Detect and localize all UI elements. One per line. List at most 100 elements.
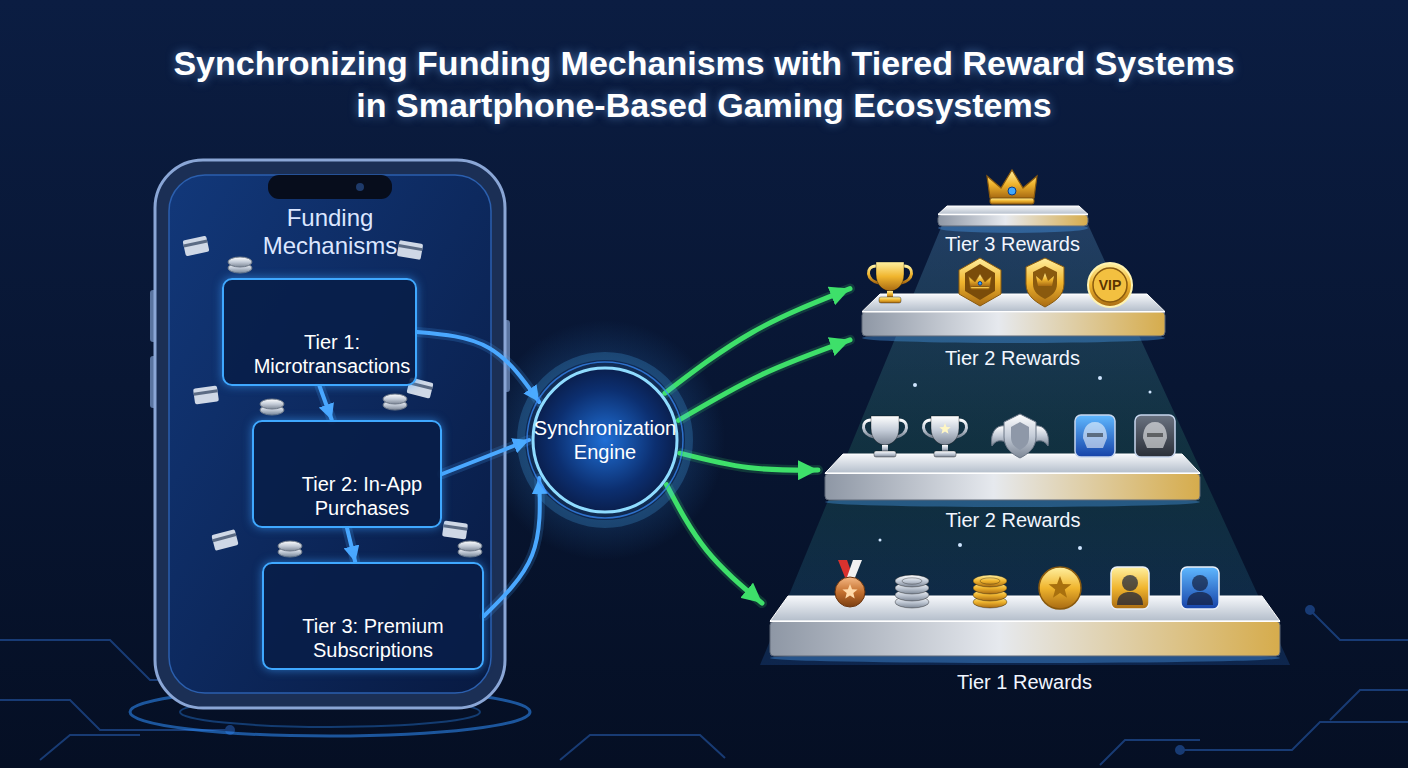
smartphone-panel: Funding MechanismsTier 1: Microtransacti… <box>155 160 505 708</box>
emblem-icon <box>1135 415 1175 457</box>
sparkles <box>958 543 962 547</box>
coin-stack-icon <box>973 575 1007 608</box>
badge-icon <box>978 282 982 286</box>
circuit-lines <box>1180 722 1408 750</box>
engine-circle-shape <box>520 355 690 525</box>
platform-slab <box>938 206 1088 233</box>
coin-stack-icon <box>980 578 1000 584</box>
payment-card-icons <box>397 240 423 260</box>
badge-icon <box>959 258 1001 306</box>
emblem-icon <box>1083 422 1107 448</box>
platform-slab <box>938 206 1088 214</box>
flow-arrow <box>442 440 529 474</box>
tier-label: Tier 3 Rewards <box>925 232 1100 256</box>
badge-label: VIP <box>1090 276 1130 294</box>
emblem-icon <box>1135 415 1175 457</box>
smartphone-illustration <box>356 183 364 191</box>
payment-card-icons <box>211 529 238 551</box>
engine-circle-shape <box>533 368 677 512</box>
shield-icon <box>1026 258 1064 307</box>
trophy-icon <box>931 416 959 445</box>
platform-slab <box>825 473 1200 475</box>
trophy-icon <box>887 291 893 297</box>
circuit-lines <box>1310 610 1408 640</box>
shield-icon <box>1033 266 1057 299</box>
emblem-icon <box>1087 433 1103 437</box>
circuit-lines <box>560 735 725 760</box>
trophy-icon <box>863 416 906 457</box>
connector-glow <box>320 386 332 420</box>
connector-glow <box>678 340 850 420</box>
coin-stack-icons <box>458 541 482 551</box>
reward-platform: Tier 2 Rewards <box>850 252 1175 374</box>
sparkles <box>879 539 882 542</box>
tier-label: Tier 2 Rewards <box>818 508 1208 532</box>
coin-stack-icon <box>902 578 922 584</box>
circuit-lines <box>1176 746 1184 754</box>
connector-glow <box>680 453 818 470</box>
platform-slab <box>862 311 1165 313</box>
vip-badge-icon <box>1088 263 1132 307</box>
crown-icon <box>987 170 1037 198</box>
flow-arrow <box>347 528 355 562</box>
payment-card-icons <box>183 240 207 248</box>
trophy-icon <box>868 262 911 303</box>
coin-stack-icons <box>278 541 302 551</box>
engine-circle-shape <box>527 362 683 518</box>
funding-tier-box: Tier 1: Microtransactions <box>222 278 417 386</box>
trophy-icon <box>942 445 948 451</box>
funding-tier-box: Tier 3: Premium Subscriptions <box>262 562 484 670</box>
avatar-icon <box>1181 567 1219 609</box>
platform-slab <box>938 214 1088 226</box>
sync-engine-circle: Synchronization Engine <box>520 355 690 525</box>
sparkles <box>1149 391 1152 394</box>
coin-stack-icons <box>260 399 284 409</box>
label-holder: VIP <box>1090 276 1130 294</box>
funding-tier-box: Tier 2: In-App Purchases <box>252 420 442 528</box>
reward-platform: Tier 3 Rewards <box>925 166 1100 260</box>
coin-stack-icon <box>895 575 929 587</box>
crown-icon <box>987 170 1037 204</box>
node-text: Synchronization Engine <box>532 416 678 464</box>
engine-circle-shape <box>521 356 689 524</box>
emblem-icon <box>1075 415 1115 457</box>
sparkles <box>913 383 917 387</box>
shield-icon <box>1004 414 1036 458</box>
platform-slab <box>770 620 1280 622</box>
connector-glow <box>666 485 762 603</box>
smartphone-illustration <box>169 175 491 693</box>
shield-icon <box>992 414 1049 458</box>
payment-card-icons <box>443 524 467 530</box>
badge-icon <box>969 274 992 287</box>
coin-stack-icons <box>383 394 407 404</box>
payment-card-icons <box>194 389 218 395</box>
trophy-icon <box>882 445 888 451</box>
smartphone-illustration <box>268 175 392 199</box>
connector-glow <box>417 332 539 402</box>
tier-label: Tier 1 Rewards <box>762 670 1287 694</box>
payment-card-icons <box>212 533 236 542</box>
avatar-icon <box>1111 567 1149 609</box>
trophy-icon <box>876 262 904 291</box>
node-text: Tier 3: Premium Subscriptions <box>273 614 473 662</box>
flow-arrow <box>320 386 332 420</box>
platform-slab <box>770 621 1280 656</box>
smartphone-illustration <box>130 160 530 736</box>
diagram-title: Synchronizing Funding Mechanisms with Ti… <box>164 42 1244 126</box>
trophy-icon <box>871 416 899 445</box>
payment-card-icons <box>442 520 468 539</box>
reward-light-beam <box>760 218 1290 665</box>
sparkles <box>1098 376 1102 380</box>
flow-arrow <box>680 453 818 470</box>
star-badge-icon <box>1039 567 1081 609</box>
trophy-icon <box>874 451 896 457</box>
star-badge-icon <box>1049 576 1072 598</box>
vip-badge-icon <box>1088 263 1132 307</box>
medal-icon <box>835 577 865 607</box>
reward-platform: Tier 2 Rewards <box>818 392 1208 534</box>
tier-label: Tier 2 Rewards <box>850 346 1175 370</box>
payment-card-icons <box>397 240 423 260</box>
reward-platform: Tier 1 Rewards <box>762 552 1287 698</box>
